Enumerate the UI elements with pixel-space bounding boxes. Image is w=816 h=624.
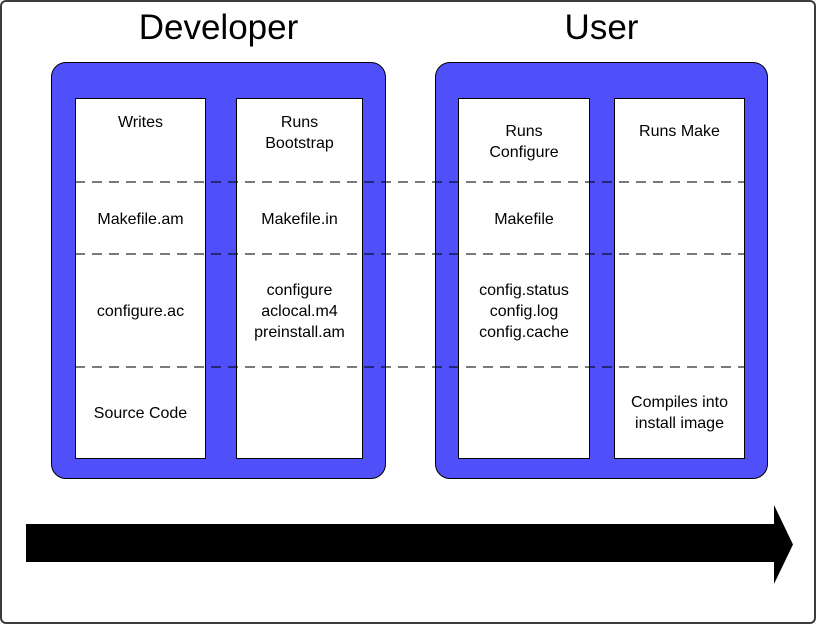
cell-bootstrap-outputs: configure aclocal.m4 preinstall.am — [254, 282, 345, 341]
row-separator-dashed-line-1 — [75, 181, 744, 183]
cell-compiles-into: Compiles into install image — [631, 394, 728, 432]
cell-writes: Writes — [117, 114, 164, 131]
cell-configure-outputs: config.status config.log config.cache — [479, 282, 569, 341]
flow-direction-right-arrow — [26, 505, 793, 584]
cell-empty — [237, 368, 362, 458]
developer-title: Developer — [138, 8, 299, 47]
row-separator-dashed-line-2 — [75, 253, 744, 255]
developer-bootstrap-column: Runs Bootstrap Makefile.in configure acl… — [236, 98, 363, 459]
user-title: User — [564, 8, 639, 47]
cell-makefile: Makefile — [494, 210, 554, 228]
cell-makefile-am: Makefile.am — [97, 210, 184, 228]
cell-source-code: Source Code — [93, 404, 188, 422]
cell-empty — [459, 368, 589, 458]
cell-makefile-in: Makefile.in — [261, 210, 338, 228]
cell-configure-ac: configure.ac — [96, 303, 185, 320]
row-separator-dashed-line-3 — [75, 366, 744, 368]
cell-runs-configure: Runs Configure — [489, 123, 559, 161]
cell-empty — [615, 183, 744, 255]
user-make-column: Runs Make Compiles into install image — [614, 98, 745, 459]
cell-runs-make: Runs Make — [639, 123, 720, 140]
cell-runs-bootstrap: Runs Bootstrap — [265, 114, 334, 152]
cell-empty — [615, 255, 744, 368]
developer-writes-column: Writes Makefile.am configure.ac Source C… — [75, 98, 206, 459]
user-configure-column: Runs Configure Makefile config.status co… — [458, 98, 590, 459]
